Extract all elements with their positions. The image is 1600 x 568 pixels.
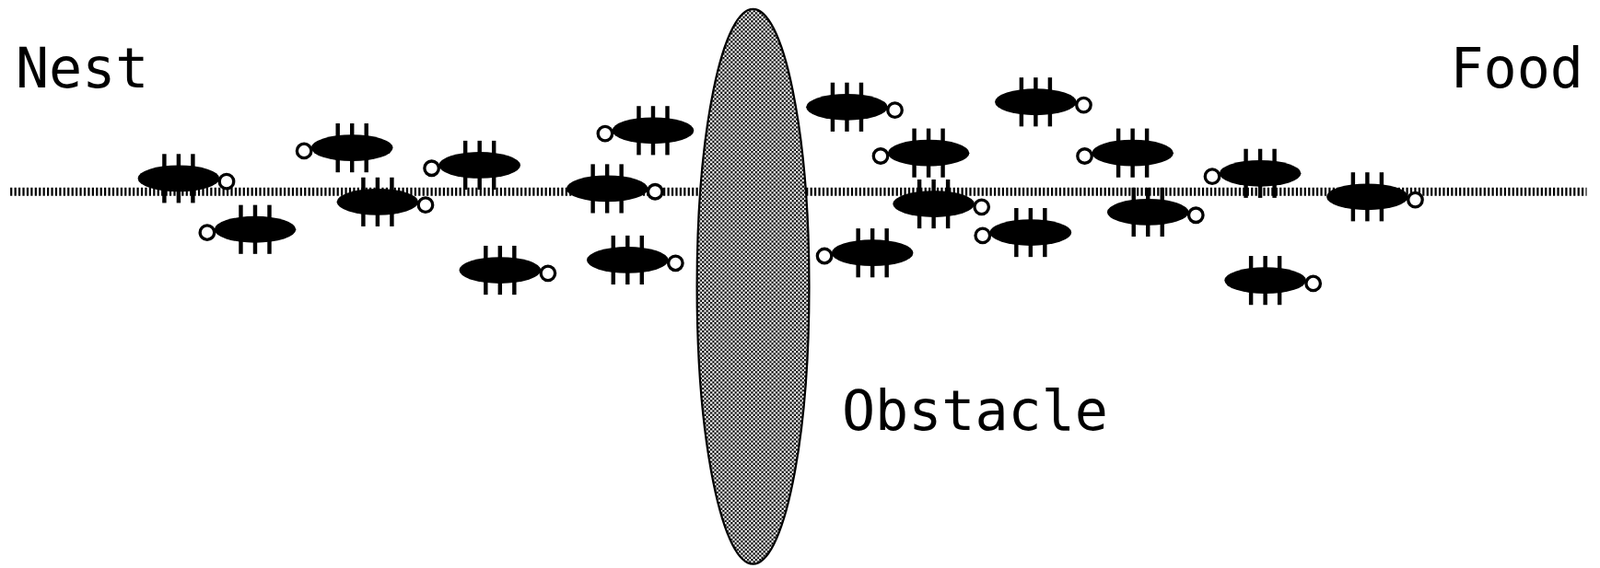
ant-body bbox=[438, 151, 521, 179]
ant-head bbox=[1408, 192, 1424, 208]
ant-head bbox=[668, 256, 684, 271]
ant-figure bbox=[296, 123, 393, 173]
ant-head bbox=[873, 149, 888, 164]
ant-head bbox=[887, 103, 903, 118]
ant-figure bbox=[1077, 128, 1174, 178]
ant-body bbox=[994, 88, 1077, 116]
ant-figure bbox=[994, 77, 1091, 127]
ant-head bbox=[647, 184, 663, 199]
ant-head bbox=[975, 228, 991, 244]
ant-figure bbox=[337, 177, 433, 227]
ant-body bbox=[586, 246, 669, 274]
ant-body bbox=[990, 219, 1073, 246]
ant-body bbox=[1326, 183, 1409, 211]
ant-body bbox=[1224, 267, 1307, 294]
ant-body bbox=[892, 190, 975, 218]
ant-figure bbox=[199, 205, 296, 255]
ant-body bbox=[1091, 140, 1174, 167]
ant-body bbox=[831, 239, 914, 267]
ant-body bbox=[337, 188, 420, 216]
ant-head bbox=[424, 161, 440, 176]
place-label: Food bbox=[1450, 40, 1585, 96]
obstacle-label: Obstacle bbox=[841, 383, 1109, 439]
ant-figure bbox=[459, 245, 556, 295]
ant-head bbox=[1204, 169, 1220, 185]
obstacle-shape bbox=[697, 9, 810, 565]
ant-figure bbox=[975, 208, 1072, 257]
ant-head bbox=[597, 126, 613, 141]
ant-figure bbox=[892, 179, 989, 229]
ant-head bbox=[1076, 97, 1092, 113]
ant-head bbox=[817, 248, 832, 264]
ant-figure bbox=[424, 140, 521, 190]
ant-figure bbox=[1204, 149, 1301, 199]
ant-figure bbox=[1107, 187, 1203, 237]
ant-head bbox=[1189, 208, 1204, 223]
ant-figure bbox=[597, 105, 694, 155]
ant-body bbox=[459, 256, 542, 284]
ant-head bbox=[540, 266, 556, 281]
ant-body bbox=[311, 134, 394, 162]
ant-head bbox=[219, 174, 234, 189]
ant-head bbox=[296, 143, 312, 159]
ant-figure bbox=[817, 228, 913, 278]
ant-head bbox=[1306, 276, 1321, 292]
ant-head bbox=[199, 225, 215, 241]
ant-body bbox=[566, 175, 649, 203]
ant-body bbox=[805, 93, 888, 121]
ant-figure bbox=[138, 153, 234, 203]
ant-figure bbox=[873, 128, 970, 178]
ant-group bbox=[138, 77, 1424, 305]
ant-body bbox=[1107, 198, 1190, 226]
ant-figure bbox=[586, 235, 683, 285]
ant-figure bbox=[566, 163, 663, 213]
place-label: Nest bbox=[15, 40, 150, 96]
ant-figure bbox=[1326, 172, 1423, 222]
ant-body bbox=[612, 116, 695, 144]
ant-head bbox=[1077, 149, 1093, 164]
ant-figure bbox=[805, 82, 902, 132]
ant-head bbox=[418, 198, 433, 213]
ant-body bbox=[1219, 160, 1302, 187]
ant-figure bbox=[1224, 256, 1320, 305]
ant-body bbox=[214, 216, 297, 244]
ant-body bbox=[887, 140, 970, 167]
ant-body bbox=[138, 164, 221, 192]
ant-head bbox=[974, 199, 990, 215]
